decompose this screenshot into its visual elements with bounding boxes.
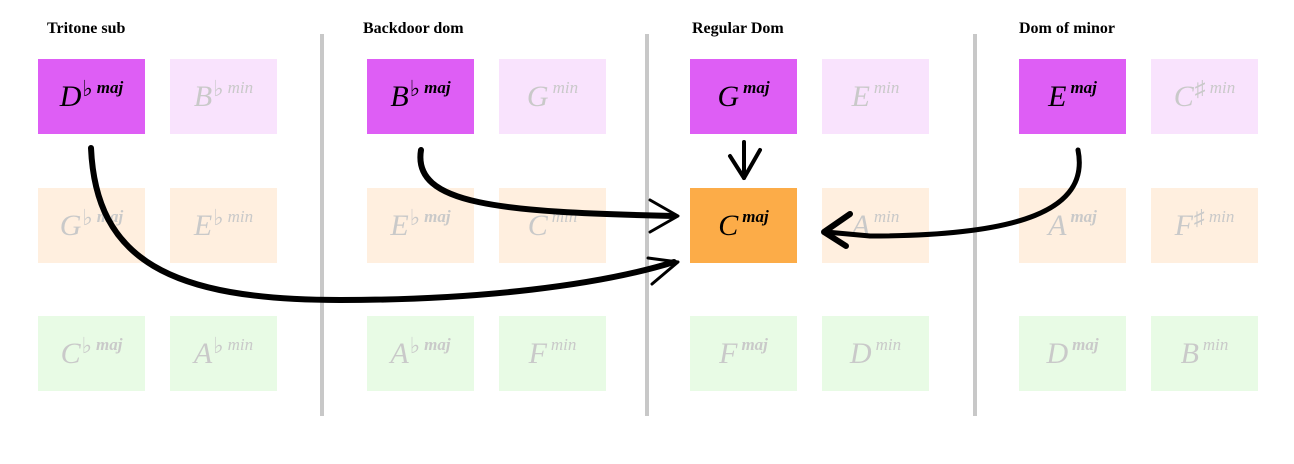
section-title-backdoor-dom: Backdoor dom	[363, 20, 464, 37]
chord-quality: maj	[741, 334, 768, 354]
chord-quality: min	[875, 334, 902, 354]
chord-quality: maj	[424, 77, 451, 97]
section-title-dom-of-minor: Dom of minor	[1019, 20, 1115, 37]
chord-root: A	[1048, 208, 1067, 242]
chord-root: B	[193, 79, 213, 113]
chord-quality: maj	[96, 77, 124, 97]
section-title-regular-dom: Regular Dom	[692, 20, 784, 37]
chord-quality: min	[1208, 206, 1235, 226]
section-divider	[973, 34, 977, 416]
chord-root: F	[1174, 208, 1193, 242]
chord-root: B	[390, 79, 409, 113]
chord-accidental: ♯	[1194, 75, 1206, 101]
chord-root: G	[59, 208, 82, 242]
chord-quality: min	[550, 334, 577, 354]
chord-quality: min	[227, 334, 254, 354]
chord-quality: maj	[1072, 334, 1099, 354]
chord-quality: maj	[95, 334, 123, 354]
chord-box: A♭min	[170, 316, 277, 391]
chord-accidental: ♭	[409, 75, 421, 101]
chord-root: G	[526, 79, 549, 113]
chord-root: A	[851, 208, 870, 242]
chord-accidental: ♭	[213, 332, 224, 358]
chord-root: C	[718, 208, 739, 242]
chord-box: E♭maj	[367, 188, 474, 263]
chord-quality: maj	[424, 334, 451, 354]
chord-accidental: ♭	[82, 204, 93, 230]
chord-root: C	[60, 336, 81, 370]
chord-root: G	[717, 79, 740, 113]
chord-root: E	[1048, 79, 1067, 113]
chord-quality: min	[1209, 77, 1236, 97]
section-title-tritone-sub: Tritone sub	[47, 20, 126, 37]
chord-root: A	[390, 336, 409, 370]
chord-root: C	[1173, 79, 1194, 113]
chord-quality: maj	[1070, 206, 1097, 226]
chord-box: C♭maj	[38, 316, 145, 391]
chord-accidental: ♭	[81, 332, 92, 358]
chord-box: G♭maj	[38, 188, 145, 263]
chord-quality: min	[1202, 334, 1229, 354]
chord-root: F	[528, 336, 547, 370]
chord-quality: min	[551, 206, 578, 226]
chord-quality: maj	[96, 206, 124, 226]
chord-root: D	[849, 336, 872, 370]
chord-root: A	[193, 336, 213, 370]
chord-quality: maj	[742, 206, 769, 226]
chord-root: E	[851, 79, 870, 113]
chord-root: E	[390, 208, 409, 242]
chord-quality: min	[873, 206, 900, 226]
arrow-regular-dom	[728, 140, 762, 180]
chord-box: B♭maj	[367, 59, 474, 134]
chord-root: D	[1046, 336, 1069, 370]
chord-quality: min	[227, 206, 254, 226]
chord-accidental: ♭	[213, 75, 224, 101]
chord-quality: maj	[1070, 77, 1097, 97]
chord-quality: maj	[743, 77, 770, 97]
chord-quality: maj	[424, 206, 451, 226]
chord-root: D	[59, 79, 82, 113]
chord-box: D♭maj	[38, 59, 145, 134]
chord-box: B♭min	[170, 59, 277, 134]
section-divider	[645, 34, 649, 416]
chord-box: C♯min	[1151, 59, 1258, 134]
chord-quality: min	[227, 77, 254, 97]
chord-root: B	[1180, 336, 1199, 370]
chord-box: A♭maj	[367, 316, 474, 391]
chord-accidental: ♭	[82, 75, 93, 101]
chord-accidental: ♯	[1193, 204, 1205, 230]
chord-root: E	[193, 208, 213, 242]
chord-accidental: ♭	[409, 204, 421, 230]
chord-quality: min	[873, 77, 900, 97]
section-divider	[320, 34, 324, 416]
chord-root: C	[527, 208, 548, 242]
chord-root: F	[719, 336, 738, 370]
chord-quality: min	[552, 77, 579, 97]
chord-accidental: ♭	[409, 332, 421, 358]
chord-box: F♯min	[1151, 188, 1258, 263]
chord-accidental: ♭	[213, 204, 224, 230]
chord-box: E♭min	[170, 188, 277, 263]
